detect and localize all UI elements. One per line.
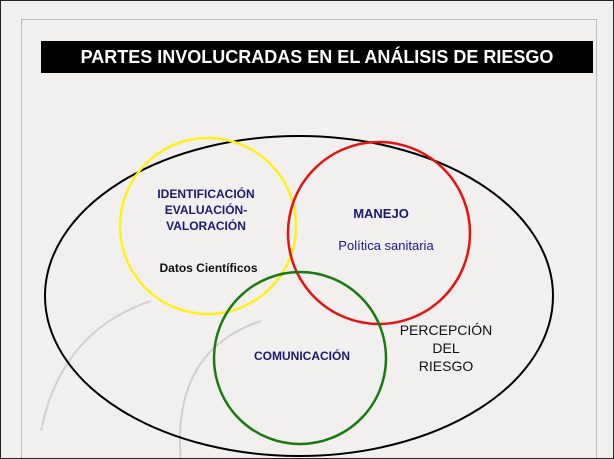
del-line: DEL — [432, 340, 460, 356]
page-title: PARTES INVOLUCRADAS EN EL ANÁLISIS DE RI… — [41, 41, 593, 73]
percepcion-label: PERCEPCIÓN DEL RIESGO — [386, 321, 506, 375]
valoracion-line: VALORACIÓN — [166, 219, 246, 233]
manejo-circle — [286, 140, 472, 326]
comunicacion-circle — [212, 270, 388, 446]
watermark-seal — [40, 300, 262, 458]
outer-ellipse — [44, 135, 554, 457]
riesgo-line: RIESGO — [418, 358, 474, 374]
manejo-label: MANEJO — [353, 206, 409, 221]
identificacion-line: IDENTIFICACIÓN — [157, 187, 255, 201]
evaluacion-line: EVALUACIÓN- — [164, 203, 248, 217]
background-frame — [21, 19, 597, 458]
percepcion-line: PERCEPCIÓN — [399, 322, 493, 338]
identificacion-circle — [118, 136, 298, 316]
datos-cientificos-label: Datos Científicos — [159, 261, 258, 275]
comunicacion-label: COMUNICACIÓN — [254, 349, 350, 363]
identificacion-label: IDENTIFICACIÓN EVALUACIÓN- VALORACIÓN — [141, 186, 271, 234]
politica-sanitaria-label: Política sanitaria — [338, 238, 434, 253]
